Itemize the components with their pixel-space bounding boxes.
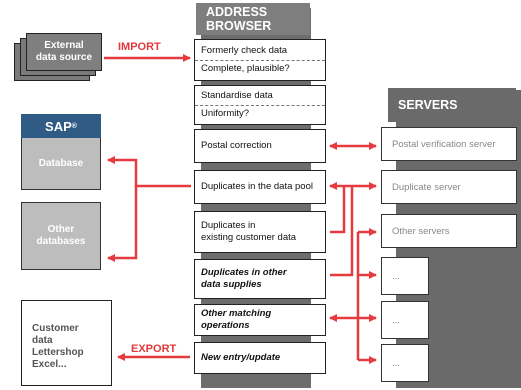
server-postal-verification-label: Postal verification server [392, 138, 496, 150]
sap-registered-mark: ® [71, 122, 77, 130]
customer-data-box: Customer data Lettershop Excel... [21, 300, 112, 386]
server-postal-verification: Postal verification server [381, 127, 517, 161]
step-other-matching: Other matching operations [194, 304, 326, 336]
step-postal-correction-label: Postal correction [201, 140, 272, 151]
step-standardise: Standardise data Uniformity? [194, 85, 326, 125]
step-standardise-line2: Uniformity? [195, 105, 325, 120]
server-placeholder-2-label: ... [392, 314, 400, 326]
step-new-entry: New entry/update [194, 342, 326, 374]
customer-line1: Customer data [32, 323, 79, 346]
step-other-matching-label: Other matching operations [201, 308, 272, 331]
address-browser-title: ADDRESS BROWSER [196, 3, 310, 35]
customer-line2: Lettershop [32, 347, 84, 358]
export-label: EXPORT [131, 343, 177, 355]
database-connector [107, 156, 191, 188]
step-new-entry-label: New entry/update [201, 352, 281, 363]
other-databases-box: Other databases [21, 202, 101, 270]
step-duplicates-other-line2: data supplies [201, 279, 262, 290]
server-duplicate: Duplicate server [381, 170, 517, 204]
servers-title: SERVERS [388, 88, 516, 122]
import-label: IMPORT [118, 41, 161, 53]
server-placeholder-2: ... [381, 301, 429, 339]
server-placeholder-1-label: ... [392, 270, 400, 282]
server-other-label: Other servers [392, 225, 450, 237]
duplicate-other-connector [330, 186, 354, 277]
step-duplicates-other: Duplicates in other data supplies [194, 259, 326, 299]
sap-title: SAP [45, 118, 72, 134]
sap-header: SAP® [21, 114, 101, 138]
server-placeholder-1: ... [381, 257, 429, 295]
server-placeholder-3: ... [381, 344, 429, 382]
step-check-data: Formerly check data Complete, plausible? [194, 39, 326, 81]
server-duplicate-label: Duplicate server [392, 181, 461, 193]
external-source-line2: data source [35, 52, 93, 63]
other-databases-connector [107, 186, 138, 262]
step-duplicates-other-line1: Duplicates in other [201, 267, 287, 278]
step-duplicates-customer-line2: existing customer data [201, 232, 297, 243]
step-duplicates-customer: Duplicates in existing customer data [194, 211, 326, 253]
duplicate-customer-connector [330, 186, 346, 234]
step-postal-correction: Postal correction [194, 129, 326, 163]
sap-database-box: Database [21, 138, 101, 190]
step-check-data-line2: Complete, plausible? [195, 60, 325, 75]
other-databases-line2: databases [36, 236, 86, 247]
step-duplicates-customer-line1: Duplicates in [201, 220, 256, 231]
other-databases-line1: Other [47, 224, 75, 235]
external-source-line1: External [44, 40, 84, 51]
step-standardise-line1: Standardise data [201, 90, 273, 101]
server-placeholder-3-label: ... [392, 357, 400, 369]
step-check-data-line1: Formerly check data [201, 45, 288, 56]
step-duplicates-pool: Duplicates in the data pool [194, 170, 326, 204]
external-source-box: External data source [26, 33, 102, 71]
sap-database-label: Database [38, 157, 84, 169]
customer-line3: Excel... [32, 359, 67, 370]
step-duplicates-pool-label: Duplicates in the data pool [201, 181, 313, 192]
server-other: Other servers [381, 214, 517, 248]
